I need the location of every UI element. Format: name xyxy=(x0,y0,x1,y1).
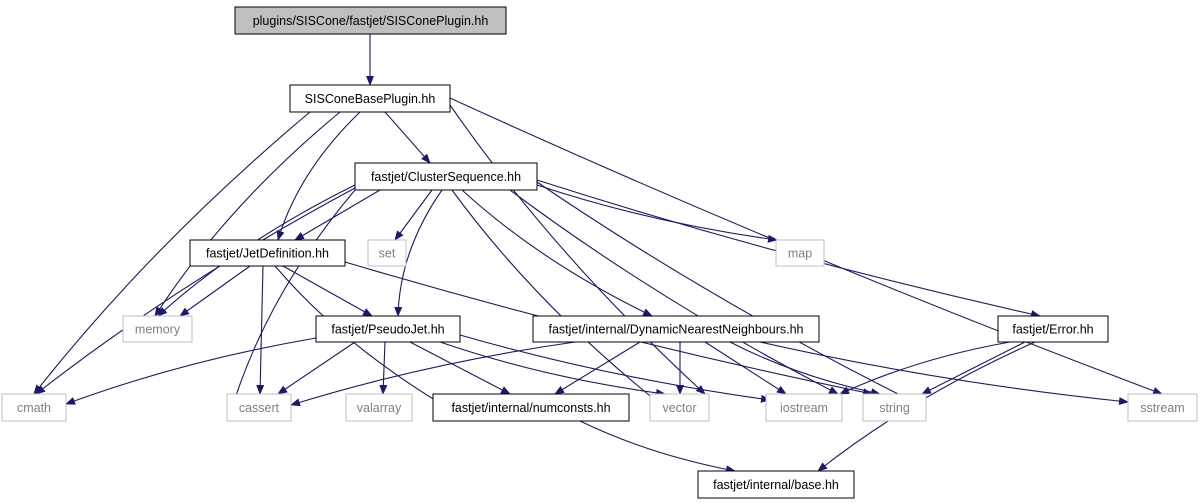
node-box xyxy=(122,315,193,343)
edge-cluster_sequence-to-cassert xyxy=(230,189,356,409)
edge-pseudojet-to-vector xyxy=(439,341,666,397)
edge-cluster_sequence-to-iostream xyxy=(509,189,839,395)
node-box xyxy=(862,393,927,422)
node-label: fastjet/internal/base.hh xyxy=(713,478,839,492)
node-numconsts[interactable]: fastjet/internal/numconsts.hh xyxy=(432,393,630,422)
node-label: fastjet/Error.hh xyxy=(1012,323,1093,337)
node-box xyxy=(189,239,346,267)
node-sstream: sstream xyxy=(1127,393,1198,422)
edge-siscone_base-to-cluster_sequence xyxy=(384,111,431,164)
edge-cluster_sequence-to-pseudojet xyxy=(394,189,443,317)
node-box xyxy=(345,393,413,422)
edge-dnn-to-iostream xyxy=(704,341,787,395)
node-box xyxy=(234,6,507,35)
edge-cluster_sequence-to-dnn xyxy=(461,189,653,317)
node-label: fastjet/PseudoJet.hh xyxy=(331,323,444,337)
edge-pseudojet-to-cassert xyxy=(277,341,356,395)
edge-dnn-to-cassert xyxy=(290,341,576,407)
edge-siscone_base-to-cmath xyxy=(33,111,311,395)
edge-cluster_sequence-to-set xyxy=(394,189,433,241)
node-label: vector xyxy=(662,401,696,415)
node-label: fastjet/JetDefinition.hh xyxy=(206,247,329,261)
node-box xyxy=(354,162,538,191)
node-label: valarray xyxy=(357,401,402,415)
node-box xyxy=(367,239,407,267)
edge-cluster_sequence-to-cmath xyxy=(35,187,356,395)
edge-pseudojet-to-valarray xyxy=(379,341,388,395)
node-box xyxy=(532,315,820,343)
edge-dnn-to-numconsts xyxy=(554,341,641,395)
node-box xyxy=(1,393,67,422)
node-cluster-sequence[interactable]: fastjet/ClusterSequence.hh xyxy=(354,162,538,191)
node-label: string xyxy=(879,401,910,415)
edge-jet_definition-to-pseudojet xyxy=(282,265,373,317)
node-jet-definition[interactable]: fastjet/JetDefinition.hh xyxy=(189,239,346,267)
edge-error-to-iostream xyxy=(839,341,1011,395)
edge-siscone_base-to-vector xyxy=(449,104,706,395)
node-dnn[interactable]: fastjet/internal/DynamicNearestNeighbour… xyxy=(532,315,820,343)
node-box xyxy=(697,470,855,499)
node-label: iostream xyxy=(780,401,828,415)
node-box xyxy=(315,315,461,343)
node-label: fastjet/internal/numconsts.hh xyxy=(451,401,610,415)
edge-cluster_sequence-to-vector xyxy=(451,189,666,409)
edges-layer xyxy=(33,34,1163,474)
node-label: cmath xyxy=(17,401,51,415)
edge-cluster_sequence-to-string xyxy=(536,181,927,409)
node-error[interactable]: fastjet/Error.hh xyxy=(997,315,1109,343)
node-siscone-base[interactable]: SISConeBasePlugin.hh xyxy=(289,84,451,113)
node-string: string xyxy=(862,393,927,422)
node-pseudojet[interactable]: fastjet/PseudoJet.hh xyxy=(315,315,461,343)
edge-jet_definition-to-cassert xyxy=(256,265,265,395)
node-siscone-plugin: plugins/SISCone/fastjet/SISConePlugin.hh xyxy=(234,6,507,35)
node-vector: vector xyxy=(649,393,710,422)
node-label: map xyxy=(788,247,812,261)
node-label: plugins/SISCone/fastjet/SISConePlugin.hh xyxy=(253,14,489,28)
edge-pseudojet-to-iostream xyxy=(459,334,771,403)
node-box xyxy=(1127,393,1198,422)
node-label: cassert xyxy=(239,401,280,415)
node-box xyxy=(775,239,825,267)
node-cmath: cmath xyxy=(1,393,67,422)
edge-numconsts-to-base xyxy=(579,420,736,474)
edge-cluster_sequence-to-jet_definition xyxy=(294,189,381,241)
node-label: sstream xyxy=(1140,401,1184,415)
node-valarray: valarray xyxy=(345,393,413,422)
edge-pseudojet-to-numconsts xyxy=(409,341,511,395)
node-label: memory xyxy=(135,323,181,337)
node-label: fastjet/ClusterSequence.hh xyxy=(371,170,521,184)
node-base[interactable]: fastjet/internal/base.hh xyxy=(697,470,855,499)
node-box xyxy=(226,393,292,422)
node-label: set xyxy=(379,247,396,261)
node-cassert: cassert xyxy=(226,393,292,422)
edge-error-to-string xyxy=(921,341,1026,395)
edge-pseudojet-to-cmath xyxy=(65,337,317,405)
node-map: map xyxy=(775,239,825,267)
nodes-layer: plugins/SISCone/fastjet/SISConePlugin.hh… xyxy=(1,6,1198,499)
node-box xyxy=(289,84,451,113)
edge-siscone_base-to-jet_definition xyxy=(276,111,361,241)
node-box xyxy=(649,393,710,422)
node-set: set xyxy=(367,239,407,267)
node-memory: memory xyxy=(122,315,193,343)
edge-jet_definition-to-memory xyxy=(179,265,251,317)
node-box xyxy=(765,393,843,422)
node-label: SISConeBasePlugin.hh xyxy=(305,92,436,106)
node-iostream: iostream xyxy=(765,393,843,422)
node-box xyxy=(432,393,630,422)
node-label: fastjet/internal/DynamicNearestNeighbour… xyxy=(549,323,804,337)
edge-siscone_base-to-memory xyxy=(154,111,341,317)
edge-dnn-to-sstream xyxy=(759,341,1129,406)
node-box xyxy=(997,315,1109,343)
edge-cluster_sequence-to-map xyxy=(536,184,778,243)
edge-dnn-to-string xyxy=(729,341,881,397)
